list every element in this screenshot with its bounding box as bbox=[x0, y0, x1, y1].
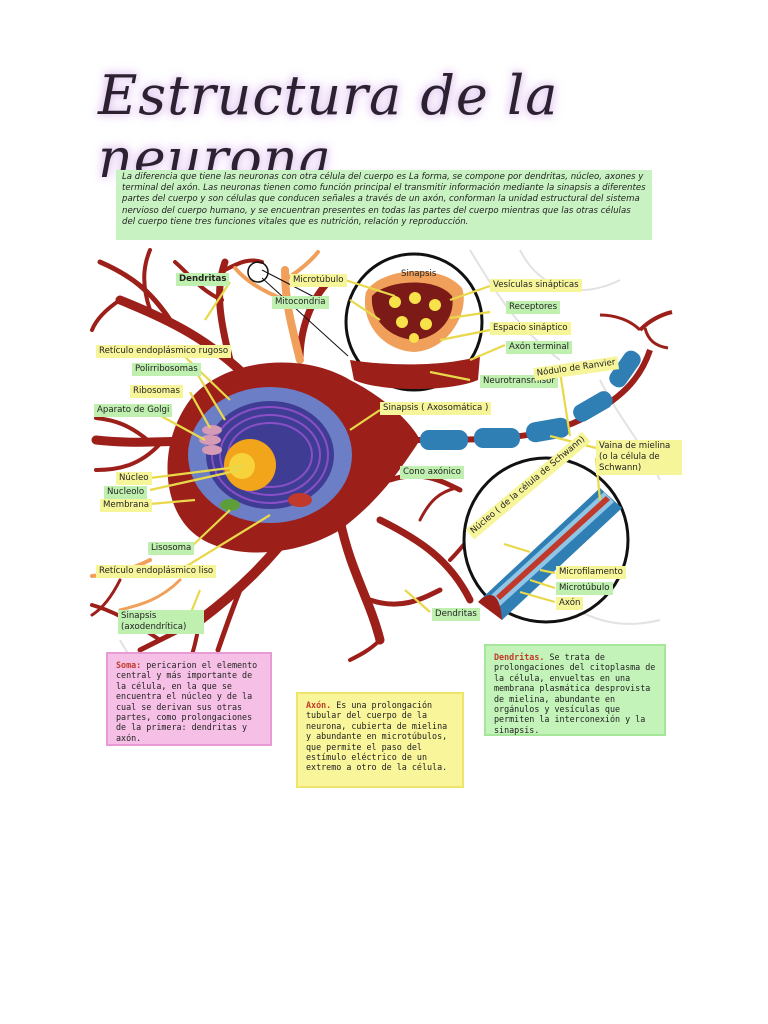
label-ribosomas: Ribosomas bbox=[130, 385, 183, 398]
label-espacio-sinaptico: Espacio sináptico bbox=[490, 322, 571, 335]
label-vaina-mielina: Vaina de mielina (o la célula de Schwann… bbox=[596, 440, 682, 475]
intro-paragraph: La diferencia que tiene las neuronas con… bbox=[116, 170, 652, 240]
axon-text: Es una prolongación tubular del cuerpo d… bbox=[306, 700, 448, 773]
axon-heading: Axón. bbox=[306, 700, 332, 710]
label-membrana: Membrana bbox=[100, 499, 153, 512]
label-mitocondria-top: Mitocondria bbox=[272, 296, 329, 309]
label-cono-axonico: Cono axónico bbox=[400, 466, 464, 479]
label-golgi: Aparato de Golgi bbox=[94, 404, 173, 417]
synapse-inset bbox=[247, 252, 484, 392]
leader-lines bbox=[149, 278, 602, 616]
dendritas-box: Dendritas. Se trata de prolongaciones de… bbox=[484, 644, 666, 736]
label-receptores: Receptores bbox=[506, 301, 561, 314]
label-nucleolo: Nucleolo bbox=[104, 486, 148, 499]
label-vesiculas: Vesículas sinápticas bbox=[490, 279, 582, 292]
myelin-inset bbox=[462, 456, 630, 624]
incoming-axon bbox=[90, 250, 320, 612]
label-axon-terminal: Axón terminal bbox=[506, 341, 573, 354]
label-microtubulo: Microtúbulo bbox=[290, 274, 347, 287]
label-dendritas-top: Dendritas bbox=[176, 273, 230, 286]
label-nucleo: Núcleo bbox=[116, 472, 152, 485]
dendritas-heading: Dendritas. bbox=[494, 652, 545, 662]
label-lisosoma: Lisosoma bbox=[148, 542, 195, 555]
label-dendritas-bottom: Dendritas bbox=[432, 608, 480, 621]
label-sinapsis-axodendritica: Sinapsis (axodendrítica) bbox=[118, 610, 204, 634]
label-polirribosomas: Polirribosomas bbox=[132, 363, 201, 376]
axon-box: Axón. Es una prolongación tubular del cu… bbox=[296, 692, 464, 788]
label-reticulo-liso: Retículo endoplásmico liso bbox=[96, 565, 217, 578]
dendritas-text: Se trata de prolongaciones del citoplasm… bbox=[494, 652, 656, 735]
label-microtubulo-axon: Microtúbulo bbox=[556, 582, 613, 595]
soma-heading: Soma: bbox=[116, 660, 142, 670]
mitochondrion bbox=[288, 493, 312, 507]
lysosome bbox=[220, 499, 240, 511]
soma-box: Soma: pericarion el elemento central y m… bbox=[106, 652, 272, 746]
label-microfilamento: Microfilamento bbox=[556, 566, 626, 579]
soma-text: pericarion el elemento central y más imp… bbox=[116, 660, 258, 743]
label-sinapsis-axosomatica: Sinapsis ( Axosomática ) bbox=[380, 402, 492, 415]
label-reticulo-rugoso: Retículo endoplásmico rugoso bbox=[96, 345, 232, 358]
axon bbox=[409, 310, 673, 450]
golgi-apparatus bbox=[199, 425, 222, 455]
label-axon: Axón bbox=[556, 597, 584, 610]
label-sinapsis-inset: Sinapsis bbox=[401, 269, 437, 279]
